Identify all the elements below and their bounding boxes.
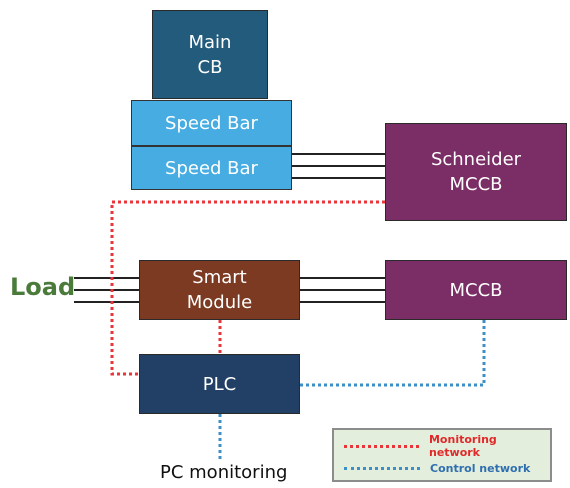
main-cb-label: Main CB xyxy=(188,31,232,78)
legend-monitoring-label: Monitoring network xyxy=(428,433,497,459)
speed-bar-top-block: Speed Bar xyxy=(131,100,292,146)
schneider-mccb-block: Schneider MCCB xyxy=(385,123,567,221)
legend-control-swatch xyxy=(344,466,420,470)
smart-module-label: Smart Module xyxy=(186,267,253,313)
legend: Monitoring network Control network xyxy=(332,428,552,482)
speed-bar-top-label: Speed Bar xyxy=(165,112,258,134)
schneider-mccb-label: Schneider MCCB xyxy=(430,149,522,195)
speedbar-to-schneider-bus xyxy=(292,153,385,179)
mccb-block: MCCB xyxy=(385,260,567,320)
legend-control-row: Control network xyxy=(344,460,530,476)
monitoring-link-schneider xyxy=(110,200,385,376)
speed-bar-bottom-block: Speed Bar xyxy=(131,146,292,190)
smart-to-mccb-bus xyxy=(300,277,385,303)
load-bus xyxy=(74,277,139,303)
pc-monitoring-label: PC monitoring xyxy=(160,462,288,483)
control-link-mccb xyxy=(300,320,486,387)
speed-bar-bottom-label: Speed Bar xyxy=(165,157,258,179)
smart-module-block: Smart Module xyxy=(139,260,300,320)
mccb-label: MCCB xyxy=(449,279,503,301)
main-cb-block: Main CB xyxy=(152,10,268,99)
legend-control-label: Control network xyxy=(430,461,531,475)
legend-monitoring-row: Monitoring network xyxy=(344,433,550,459)
plc-block: PLC xyxy=(139,354,300,414)
plc-label: PLC xyxy=(202,373,237,395)
load-label: Load xyxy=(10,273,76,301)
legend-monitoring-swatch xyxy=(344,444,419,448)
